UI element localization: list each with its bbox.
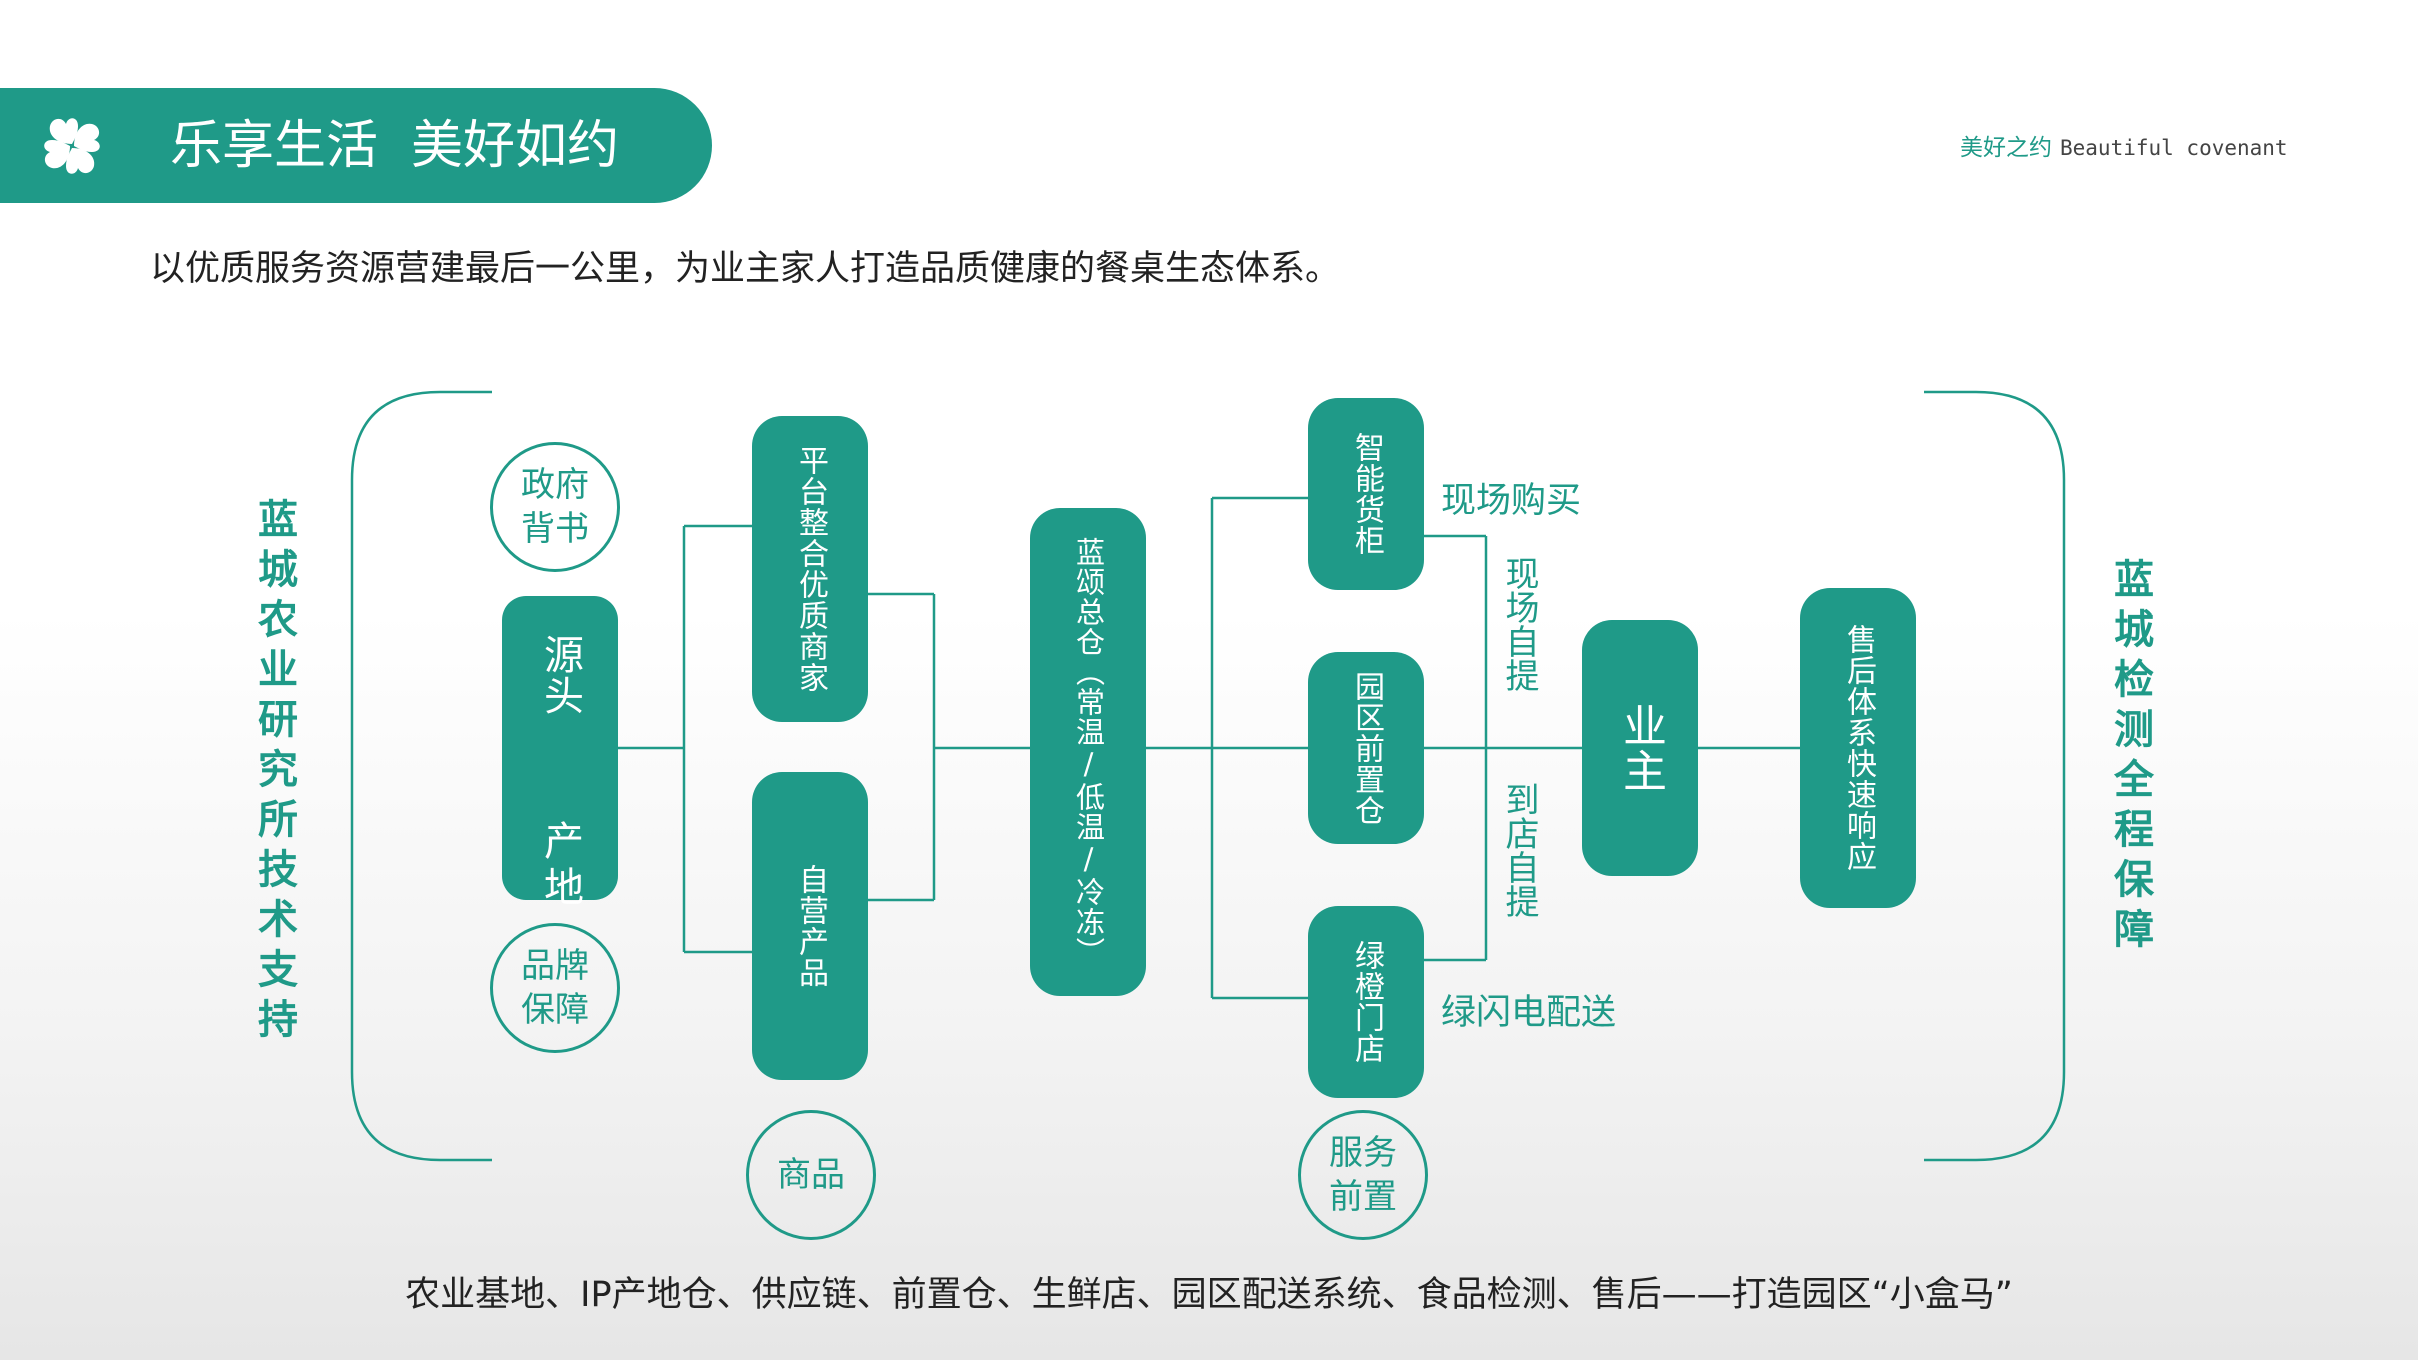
right-vertical-label: 蓝城检测全程保障 <box>2106 555 2162 955</box>
right-label-char: 程 <box>2114 807 2154 853</box>
smart-cabinet-node: 智能货柜 <box>1308 398 1424 590</box>
green-orange-store-node: 绿橙门店 <box>1308 906 1424 1098</box>
brand-line-2: 保障 <box>521 990 589 1030</box>
gov-line-2: 背书 <box>521 509 589 549</box>
aftersale-label: 售后体系快速响应 <box>1841 624 1876 872</box>
left-label-char: 术 <box>258 897 298 943</box>
self-products-node: 自营产品 <box>752 772 868 1080</box>
left-label-char: 城 <box>258 547 298 593</box>
service-line-2: 前置 <box>1329 1177 1397 1217</box>
left-label-char: 所 <box>258 797 298 843</box>
header-title: 乐享生活 美好如约 <box>170 116 620 176</box>
source-bottom-label: 产地 <box>537 820 583 912</box>
warehouse-node: 蓝颂总仓（常温/低温/冷冻） <box>1030 508 1146 996</box>
service-circle: 服务前置 <box>1298 1110 1428 1240</box>
header-bar: 乐享生活 美好如约 <box>0 88 712 203</box>
left-label-char: 技 <box>258 847 298 893</box>
self-label: 自营产品 <box>793 864 828 988</box>
brand-tag-en: Beautiful covenant <box>2060 136 2288 160</box>
brand-guarantee-circle: 品牌保障 <box>490 923 620 1053</box>
park-warehouse-node: 园区前置仓 <box>1308 652 1424 844</box>
left-label-char: 究 <box>258 747 298 793</box>
right-label-char: 保 <box>2114 857 2154 903</box>
left-label-char: 研 <box>258 697 298 743</box>
source-top-label: 源头 <box>537 634 583 716</box>
right-label-char: 测 <box>2114 707 2154 753</box>
onsite-purchase-label: 现场购买 <box>1441 481 1582 521</box>
left-label-char: 业 <box>258 647 298 693</box>
store-pickup-label: 到店自提 <box>1499 782 1539 918</box>
goods-label: 商品 <box>777 1155 845 1195</box>
brand-tag: 美好之约 Beautiful covenant <box>1960 128 2288 162</box>
delivery-label: 绿闪电配送 <box>1441 993 1617 1033</box>
right-label-char: 检 <box>2114 657 2154 703</box>
footer-text: 农业基地、IP产地仓、供应链、前置仓、生鲜店、园区配送系统、食品检测、售后——打… <box>405 1275 2013 1315</box>
store-label: 绿橙门店 <box>1349 940 1384 1064</box>
left-label-char: 支 <box>258 947 298 993</box>
right-label-char: 城 <box>2114 607 2154 653</box>
source-node: 源头 产地 <box>502 596 618 912</box>
right-label-char: 障 <box>2114 907 2154 953</box>
left-label-char: 蓝 <box>258 497 298 543</box>
warehouse-label: 蓝颂总仓（常温/低温/冷冻） <box>1071 537 1106 967</box>
platform-merchants-node: 平台整合优质商家 <box>752 416 868 722</box>
left-label-char: 农 <box>258 597 298 643</box>
owner-label: 业主 <box>1615 703 1666 793</box>
cabinet-label: 智能货柜 <box>1349 432 1384 556</box>
gov-line-1: 政府 <box>521 465 589 505</box>
left-vertical-label: 蓝城农业研究所技术支持 <box>250 495 306 1045</box>
right-label-char: 蓝 <box>2114 557 2154 603</box>
goods-circle: 商品 <box>746 1110 876 1240</box>
park-label: 园区前置仓 <box>1349 670 1384 826</box>
left-label-char: 持 <box>258 997 298 1043</box>
aftersale-node: 售后体系快速响应 <box>1800 588 1916 908</box>
brand-line-1: 品牌 <box>521 946 589 986</box>
clover-icon <box>44 118 100 174</box>
brand-tag-cn: 美好之约 <box>1960 135 2052 161</box>
service-line-1: 服务 <box>1329 1133 1397 1173</box>
subtitle: 以优质服务资源营建最后一公里，为业主家人打造品质健康的餐桌生态体系。 <box>150 249 1341 289</box>
gov-endorsement-circle: 政府背书 <box>490 442 620 572</box>
platform-label: 平台整合优质商家 <box>793 445 828 693</box>
onsite-pickup-label: 现场自提 <box>1499 556 1539 692</box>
owner-node: 业主 <box>1582 620 1698 876</box>
right-label-char: 全 <box>2114 757 2154 803</box>
